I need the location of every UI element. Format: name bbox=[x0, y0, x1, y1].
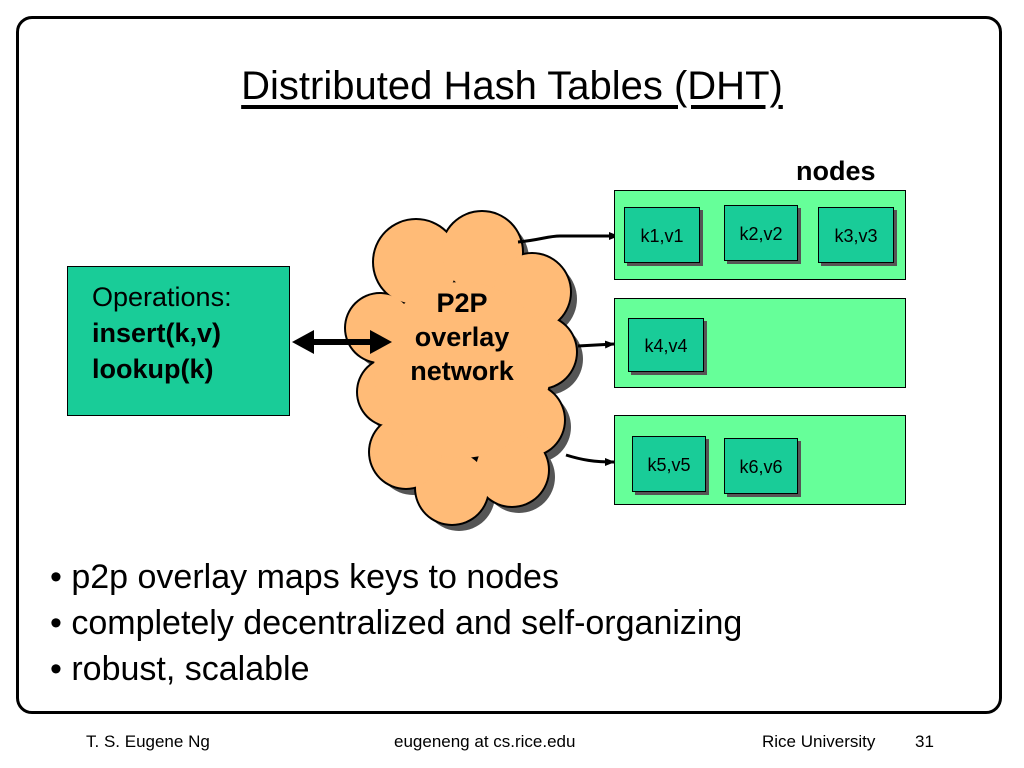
page-number: 31 bbox=[915, 732, 934, 751]
kv-pair: k5,v5 bbox=[632, 436, 706, 492]
arrow-to-node-2 bbox=[577, 340, 615, 349]
kv-pair: k4,v4 bbox=[628, 318, 704, 372]
cloud-label-line-3: network bbox=[410, 356, 514, 386]
bullet-item: • p2p overlay maps keys to nodes bbox=[50, 558, 559, 596]
cloud-label-line-1: P2P bbox=[436, 288, 488, 318]
cloud-label: P2P overlay network bbox=[382, 286, 542, 388]
kv-pair: k2,v2 bbox=[724, 205, 798, 261]
footer-institution: Rice University bbox=[762, 732, 876, 751]
insert-operation: insert(k,v) bbox=[92, 318, 222, 348]
kv-pair: k6,v6 bbox=[724, 438, 798, 494]
kv-pair: k3,v3 bbox=[818, 207, 894, 263]
bullet-list: • p2p overlay maps keys to nodes • compl… bbox=[50, 554, 742, 692]
slide-title: Distributed Hash Tables (DHT) bbox=[241, 64, 783, 108]
footer-author: T. S. Eugene Ng bbox=[86, 732, 210, 751]
operations-heading: Operations: bbox=[92, 282, 232, 312]
cloud-label-line-2: overlay bbox=[414, 322, 510, 352]
arrow-to-node-1 bbox=[517, 232, 619, 244]
operations-arrow bbox=[292, 330, 392, 354]
nodes-label: nodes bbox=[796, 156, 876, 186]
bullet-item: • completely decentralized and self-orga… bbox=[50, 604, 743, 642]
cloud-shape bbox=[346, 212, 576, 524]
footer-email: eugeneng at cs.rice.edu bbox=[394, 732, 576, 751]
lookup-operation: lookup(k) bbox=[92, 354, 214, 384]
arrow-to-node-3 bbox=[565, 453, 615, 466]
slide-frame bbox=[16, 16, 1002, 714]
kv-pair: k1,v1 bbox=[624, 207, 700, 263]
operations-box: Operations: insert(k,v) lookup(k) bbox=[67, 266, 290, 416]
bullet-item: • robust, scalable bbox=[50, 650, 310, 688]
